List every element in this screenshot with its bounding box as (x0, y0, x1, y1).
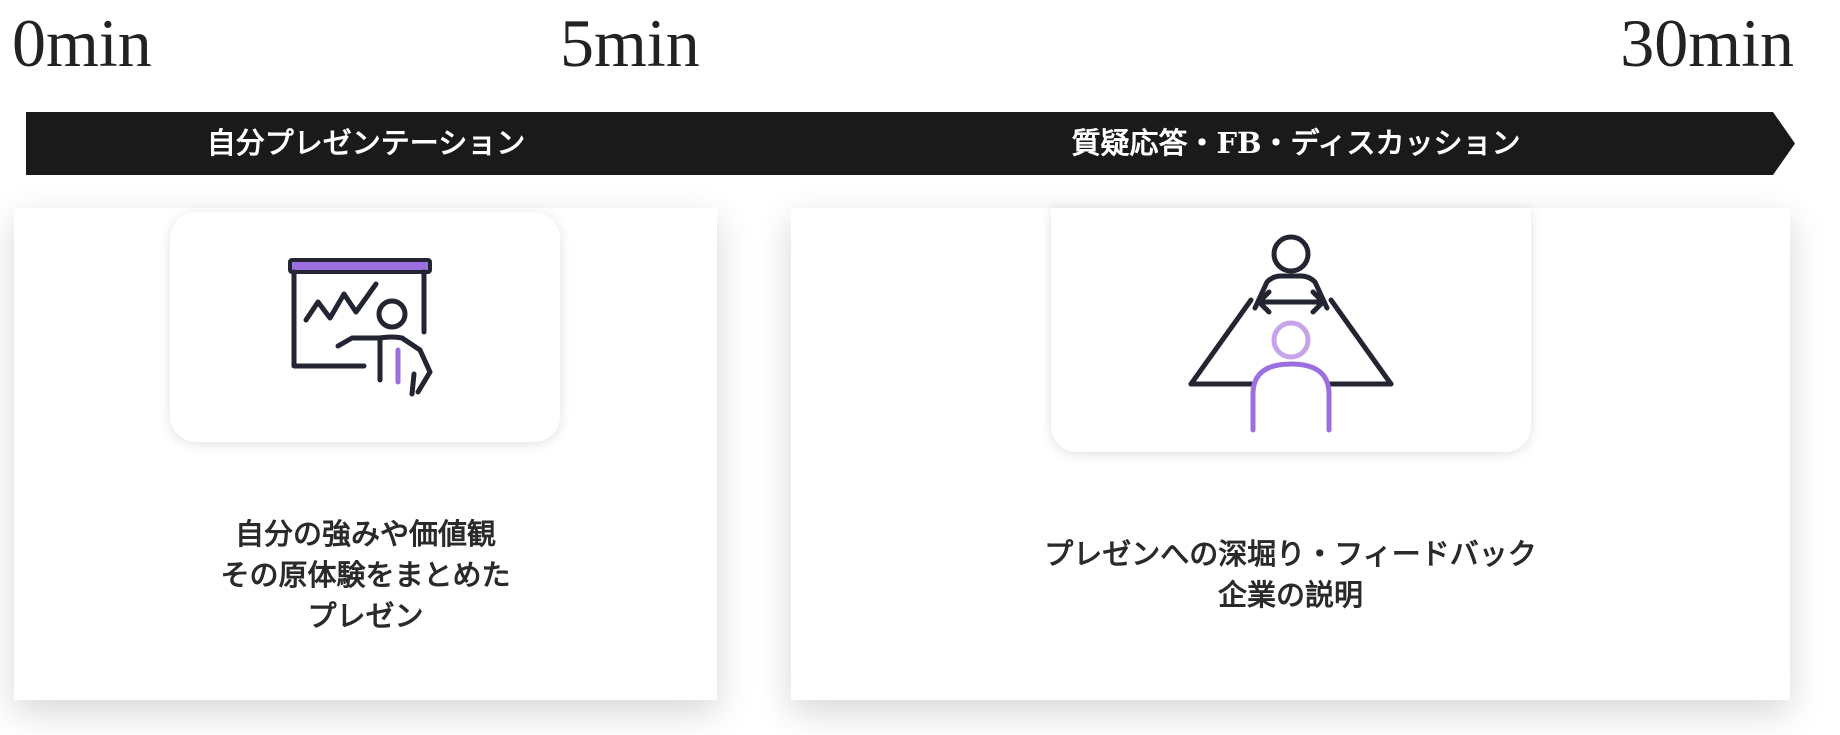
presentation-icon-tile (170, 212, 560, 442)
discussion-card: プレゼンへの深堀り・フィードバック 企業の説明 (791, 208, 1790, 700)
description-line: プレゼンへの深堀り・フィードバック (1044, 537, 1537, 571)
presentation-description: 自分の強みや価値観 その原体験をまとめた プレゼン (14, 514, 717, 637)
presentation-board-icon (288, 258, 433, 397)
description-line: 企業の説明 (1217, 578, 1363, 612)
discussion-description: プレゼンへの深堀り・フィードバック 企業の説明 (791, 534, 1790, 616)
presentation-card: 自分の強みや価値観 その原体験をまとめた プレゼン (14, 208, 717, 700)
description-line: プレゼン (307, 599, 424, 633)
phase-label-discussion: 質疑応答・FB・ディスカッション (1071, 126, 1521, 160)
description-line: 自分の強みや価値観 (234, 517, 496, 551)
discussion-people-icon (1188, 234, 1394, 433)
timeline-arrow-bar (26, 112, 1795, 175)
time-tick-5min: 5min (560, 5, 700, 81)
description-line: その原体験をまとめた (220, 558, 511, 592)
time-tick-0min: 0min (12, 5, 152, 81)
phase-label-presentation: 自分プレゼンテーション (206, 126, 526, 160)
time-tick-30min: 30min (1620, 5, 1794, 81)
discussion-icon-tile (1051, 208, 1531, 452)
